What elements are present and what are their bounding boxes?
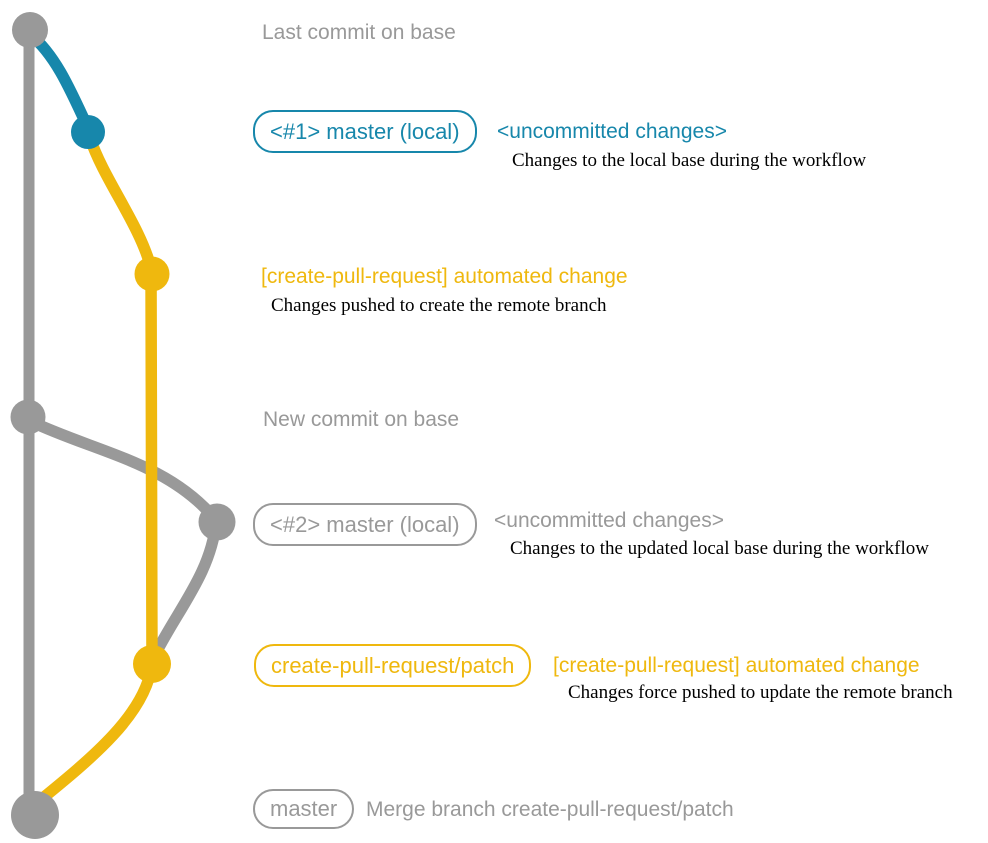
commit-node-new-base bbox=[10, 399, 46, 435]
detail-pushed-create-remote: Changes pushed to create the remote bran… bbox=[271, 295, 607, 316]
label-new-commit-on-base: New commit on base bbox=[263, 408, 460, 431]
label-last-commit-on-base: Last commit on base bbox=[262, 21, 456, 44]
branch-tag-patch: create-pull-request/patch bbox=[254, 644, 532, 687]
detail-local-base-changes: Changes to the local base during the wor… bbox=[512, 150, 867, 171]
label-automated-change-1: [create-pull-request] automated change bbox=[261, 265, 628, 288]
commit-node-patch-2 bbox=[133, 645, 171, 683]
commit-node-local-master-2 bbox=[198, 503, 236, 541]
commit-node-patch-1 bbox=[134, 256, 170, 292]
label-automated-change-2: [create-pull-request] automated change bbox=[553, 654, 920, 677]
detail-force-pushed-update-remote: Changes force pushed to update the remot… bbox=[568, 682, 953, 703]
detail-updated-local-base-changes: Changes to the updated local base during… bbox=[510, 538, 929, 559]
commit-node-last-base bbox=[12, 12, 48, 48]
local-master-branch-curve bbox=[24, 28, 94, 134]
label-uncommitted-changes-1: <uncommitted changes> bbox=[497, 120, 727, 143]
label-uncommitted-changes-2: <uncommitted changes> bbox=[494, 509, 724, 532]
patch-merge-curve bbox=[32, 658, 158, 808]
label-merge-branch: Merge branch create-pull-request/patch bbox=[366, 798, 734, 821]
branch-tag-master-local-2: <#2> master (local) bbox=[253, 503, 477, 546]
commit-node-local-master-1 bbox=[71, 115, 105, 149]
base-to-local2-curve bbox=[24, 415, 222, 526]
commit-node-merge bbox=[11, 791, 59, 839]
branch-tag-master: master bbox=[253, 789, 355, 829]
branch-tag-master-local-1: <#1> master (local) bbox=[253, 110, 477, 153]
patch-branch-path bbox=[84, 132, 158, 670]
local2-to-patch-curve bbox=[146, 516, 222, 667]
